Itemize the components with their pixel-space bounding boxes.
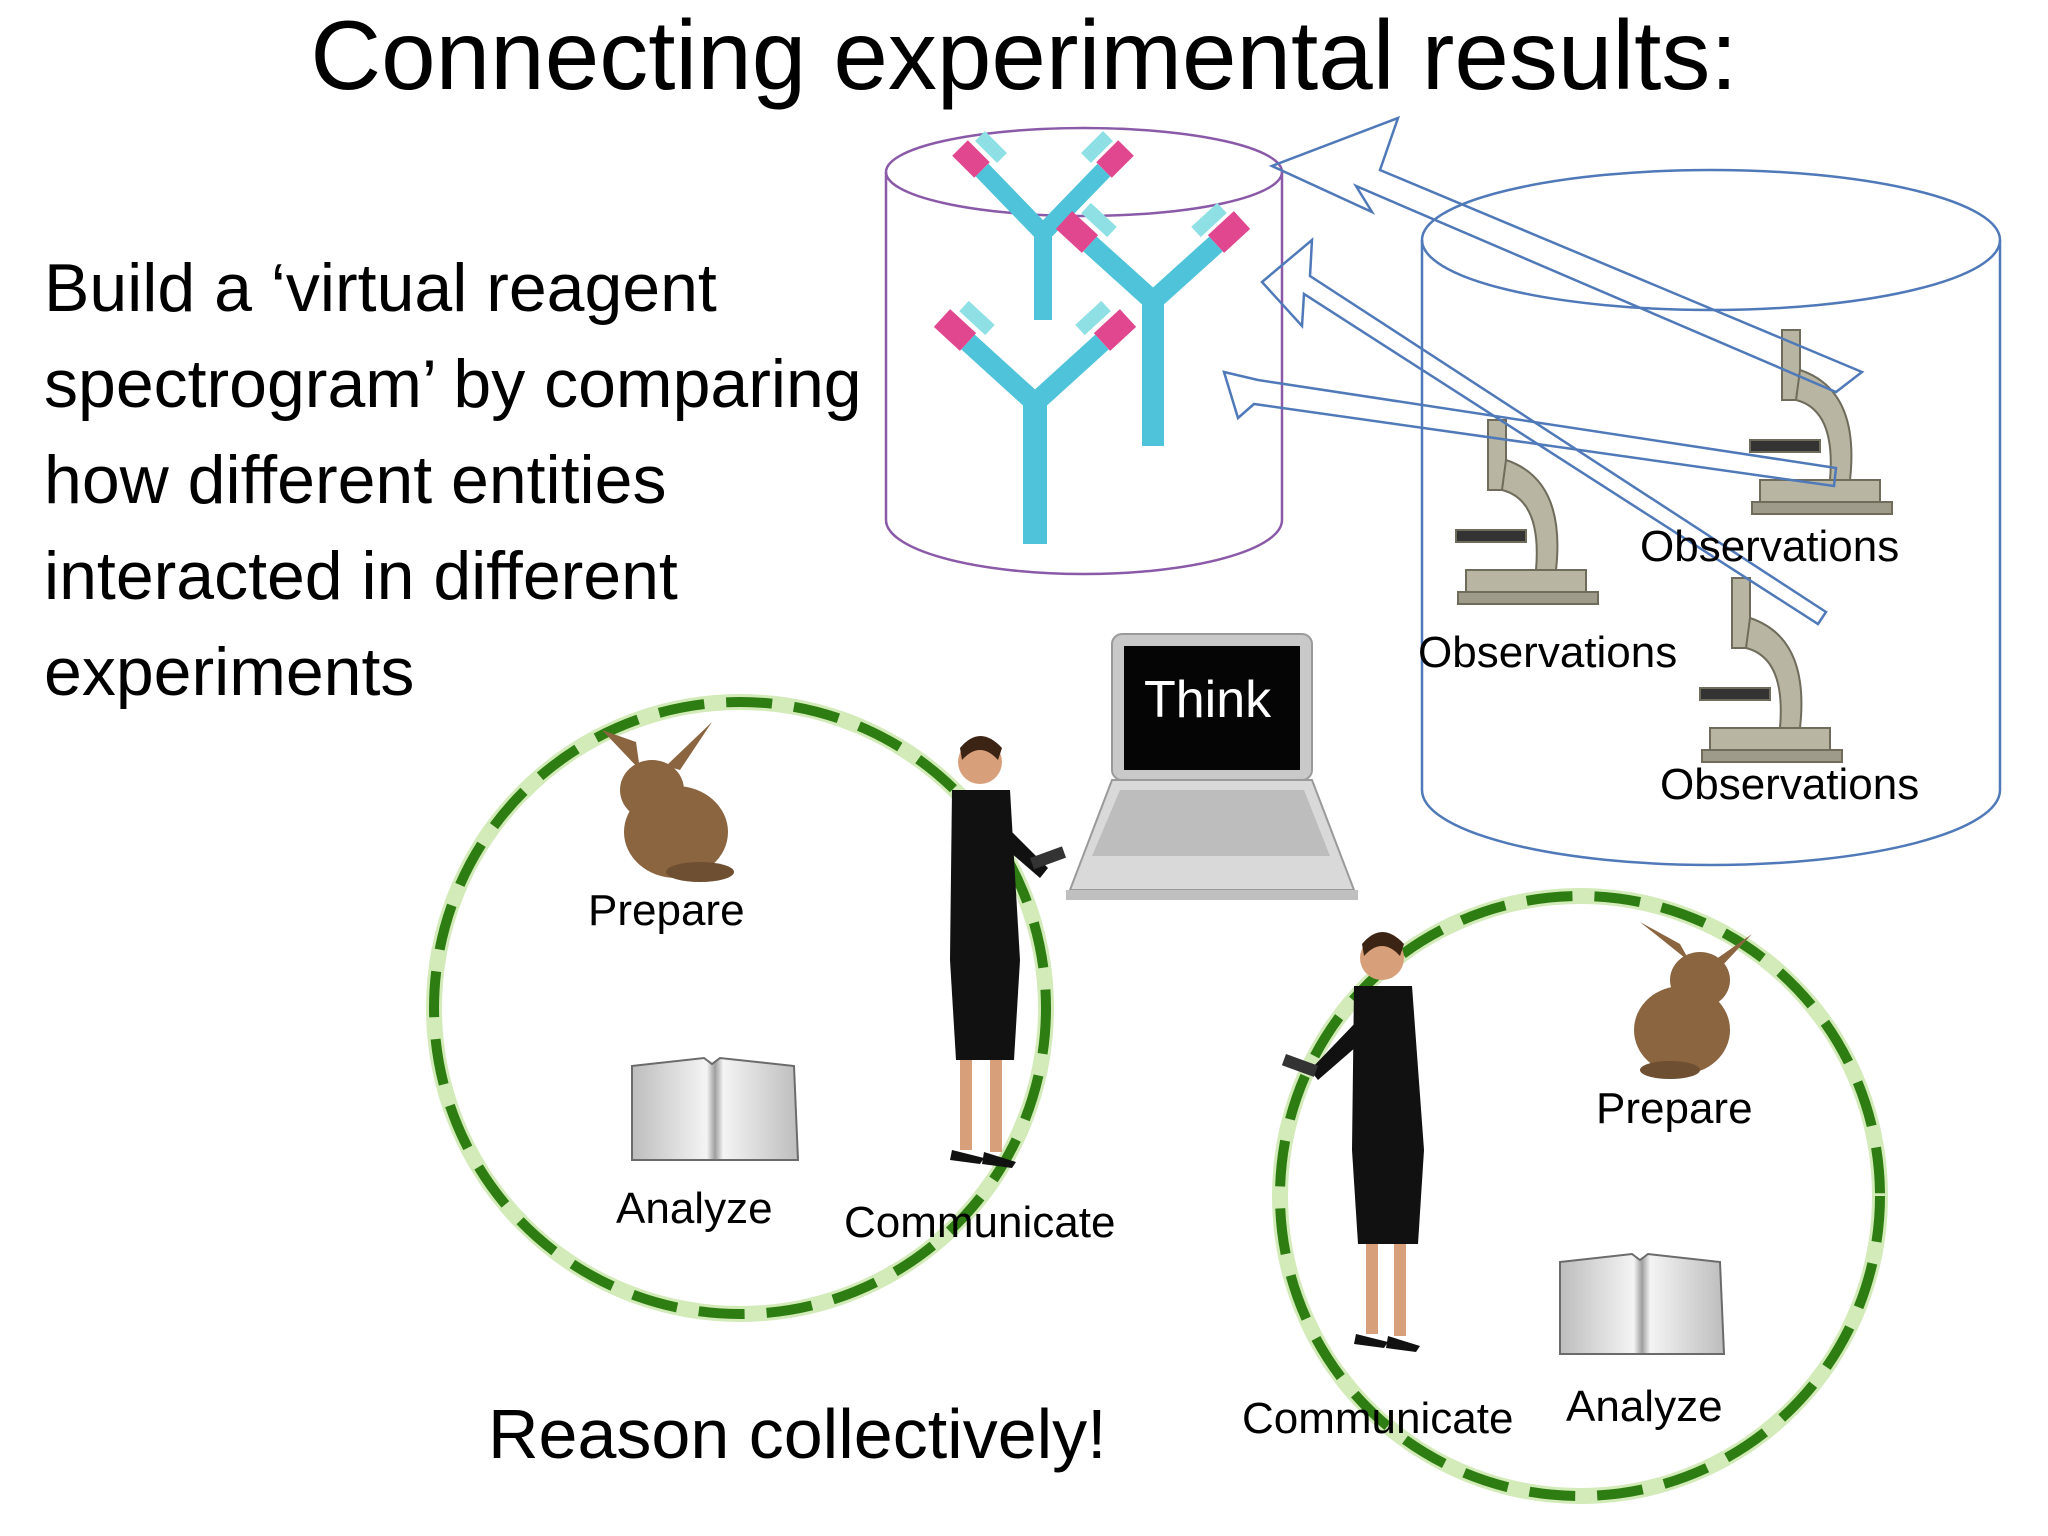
observations-label-top: Observations bbox=[1640, 522, 1900, 571]
arrow-top bbox=[1268, 115, 1865, 394]
description-line-2: spectrogram’ by comparing bbox=[44, 346, 862, 422]
arrow-middle bbox=[1260, 237, 1828, 626]
cycle-right-analyze-label: Analyze bbox=[1566, 1382, 1723, 1431]
connection-arrows bbox=[1222, 115, 1865, 626]
antibody-database-cylinder bbox=[884, 126, 1284, 576]
rabbit-icon-right bbox=[1634, 922, 1752, 1079]
description-line-3: how different entities bbox=[44, 442, 667, 518]
cycle-right-communicate-label: Communicate bbox=[1242, 1394, 1514, 1443]
description-line-1: Build a ‘virtual reagent bbox=[44, 250, 717, 326]
cycle-right-prepare-label: Prepare bbox=[1596, 1084, 1753, 1133]
footer-reason-text: Reason collectively! bbox=[488, 1395, 1107, 1473]
cycle-left-circle bbox=[429, 697, 1051, 1319]
antibody-icon-top bbox=[952, 131, 1134, 320]
antibody-icon-middle bbox=[1055, 202, 1251, 446]
observations-label-left: Observations bbox=[1418, 628, 1678, 677]
microscope-icon-bottom bbox=[1699, 577, 1843, 763]
microscope-icon-left bbox=[1455, 419, 1599, 605]
cycle-left-communicate-label: Communicate bbox=[844, 1198, 1116, 1247]
description-text: Build a ‘virtual reagent spectrogram’ by… bbox=[44, 240, 944, 720]
researcher-icon-left bbox=[950, 736, 1067, 1168]
cycle-left-prepare-label: Prepare bbox=[588, 886, 745, 935]
researcher-icon-right bbox=[1281, 932, 1424, 1352]
description-line-4: interacted in different bbox=[44, 538, 678, 614]
observations-label-bottom: Observations bbox=[1660, 760, 1920, 809]
laptop-icon bbox=[1066, 633, 1358, 900]
laptop-think-label: Think bbox=[1144, 671, 1272, 729]
arrow-bottom bbox=[1222, 370, 1838, 488]
slide-title: Connecting experimental results: bbox=[310, 0, 1738, 110]
description-line-5: experiments bbox=[44, 634, 415, 710]
cycle-right-circle bbox=[1275, 891, 1885, 1501]
cycle-left-analyze-label: Analyze bbox=[616, 1184, 773, 1233]
book-icon-right bbox=[1559, 1252, 1726, 1355]
rabbit-icon-left bbox=[602, 722, 734, 882]
antibody-icon-bottom bbox=[933, 300, 1137, 544]
book-icon-left bbox=[631, 1056, 800, 1161]
microscope-icon-top bbox=[1749, 329, 1893, 515]
